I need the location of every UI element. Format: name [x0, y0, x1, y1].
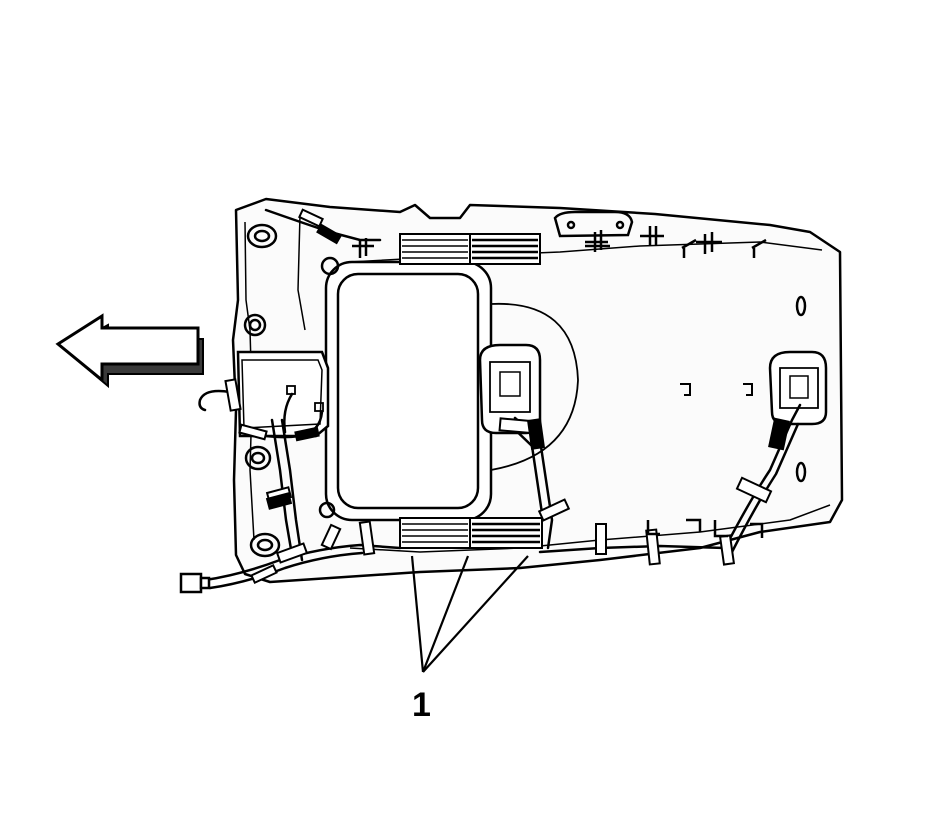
absorber-pad [399, 233, 543, 549]
rear-console [236, 350, 330, 438]
grommet [243, 223, 340, 558]
harness-clip [224, 208, 790, 585]
callout-label-1: 1 [412, 686, 431, 724]
connector-icon [179, 572, 211, 594]
callout-leader [410, 555, 529, 673]
arrow-left-icon [55, 313, 204, 389]
fastener-mark [352, 226, 767, 538]
handle-boss [478, 210, 828, 483]
